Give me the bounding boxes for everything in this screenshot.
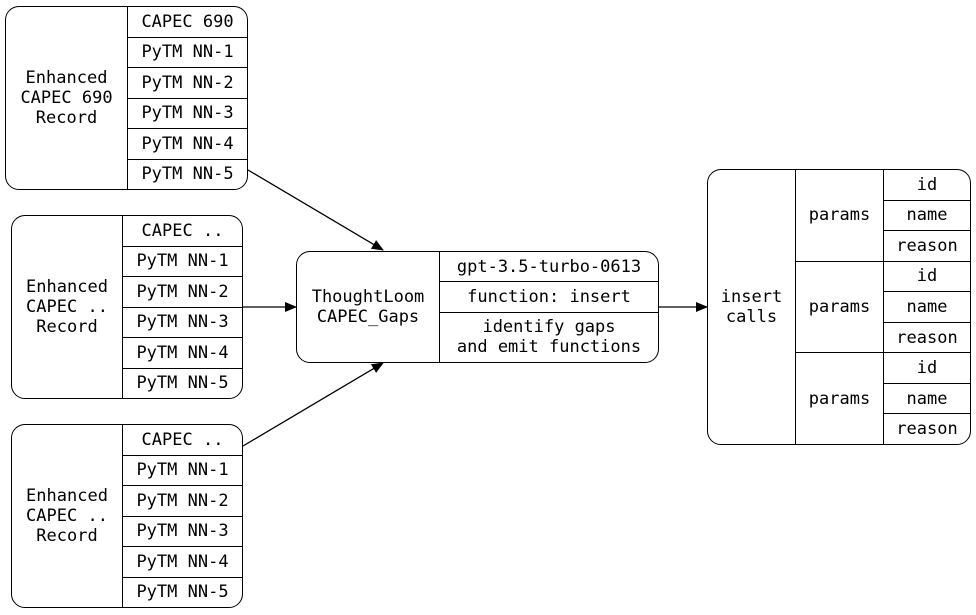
param-field-reason: reason	[896, 327, 958, 348]
param-group-label: params	[796, 261, 884, 353]
param-group: params id name reason	[796, 261, 970, 354]
param-field-id: id	[884, 262, 970, 293]
param-group-label: params	[796, 170, 884, 261]
output-node-insert-calls: insert calls params id name reason param…	[707, 169, 971, 445]
record-field-pytm: PyTM NN-3	[123, 517, 242, 547]
record-field-pytm: PyTM NN-2	[128, 68, 247, 99]
record-field-pytm: PyTM NN-5	[141, 164, 234, 185]
record-field-pytm: PyTM NN-2	[123, 277, 242, 308]
param-field-name: name	[884, 384, 970, 415]
param-group-label: params	[796, 353, 884, 444]
record-field-pytm: PyTM NN-4	[123, 547, 242, 578]
param-field-name: name	[884, 292, 970, 323]
record-label: Enhanced CAPEC .. Record	[12, 216, 123, 398]
record-field-pytm: PyTM NN-1	[123, 456, 242, 486]
param-fields: id name reason	[884, 262, 970, 353]
record-field-pytm: PyTM NN-1	[123, 247, 242, 277]
record-field-pytm: PyTM NN-4	[128, 129, 247, 160]
param-fields: id name reason	[884, 170, 970, 261]
processor-node-thoughtloom: ThoughtLoom CAPEC_Gaps gpt-3.5-turbo-061…	[296, 251, 659, 363]
record-field-pytm: PyTM NN-4	[123, 338, 242, 369]
param-field-id: id	[884, 170, 970, 201]
param-field-reason: reason	[896, 419, 958, 440]
record-label: Enhanced CAPEC 690 Record	[6, 7, 128, 189]
param-fields: id name reason	[884, 353, 970, 444]
param-field-id: id	[884, 353, 970, 384]
record-field-capec: CAPEC ..	[123, 216, 242, 247]
record-fields: CAPEC 690 PyTM NN-1 PyTM NN-2 PyTM NN-3 …	[128, 7, 247, 189]
processor-fields: gpt-3.5-turbo-0613 function: insert iden…	[440, 252, 658, 362]
param-group: params id name reason	[796, 170, 970, 262]
record-field-pytm: PyTM NN-3	[123, 308, 242, 338]
record-label: Enhanced CAPEC .. Record	[12, 425, 123, 607]
record-field-pytm: PyTM NN-5	[136, 373, 229, 394]
record-fields: CAPEC .. PyTM NN-1 PyTM NN-2 PyTM NN-3 P…	[123, 425, 242, 607]
record-node-capec-2: Enhanced CAPEC .. Record CAPEC .. PyTM N…	[11, 215, 243, 399]
output-label: insert calls	[708, 170, 796, 444]
record-node-capec-690: Enhanced CAPEC 690 Record CAPEC 690 PyTM…	[5, 6, 248, 190]
processor-label: ThoughtLoom CAPEC_Gaps	[297, 252, 440, 362]
processor-field-task: identify gaps and emit functions	[456, 317, 642, 358]
processor-field-model: gpt-3.5-turbo-0613	[440, 252, 658, 283]
record-node-capec-3: Enhanced CAPEC .. Record CAPEC .. PyTM N…	[11, 424, 243, 608]
record-field-pytm: PyTM NN-2	[123, 486, 242, 517]
record-fields: CAPEC .. PyTM NN-1 PyTM NN-2 PyTM NN-3 P…	[123, 216, 242, 398]
record-field-pytm: PyTM NN-1	[128, 38, 247, 68]
record-field-pytm: PyTM NN-5	[136, 582, 229, 603]
output-param-groups: params id name reason params id name rea…	[796, 170, 970, 444]
processor-field-function: function: insert	[440, 282, 658, 313]
edge-record1-to-processor	[247, 169, 384, 251]
edge-record3-to-processor	[242, 362, 384, 447]
param-field-reason: reason	[896, 235, 958, 256]
record-field-capec: CAPEC 690	[128, 7, 247, 38]
record-field-pytm: PyTM NN-3	[128, 99, 247, 129]
param-field-name: name	[884, 201, 970, 232]
record-field-capec: CAPEC ..	[123, 425, 242, 456]
param-group: params id name reason	[796, 353, 970, 444]
